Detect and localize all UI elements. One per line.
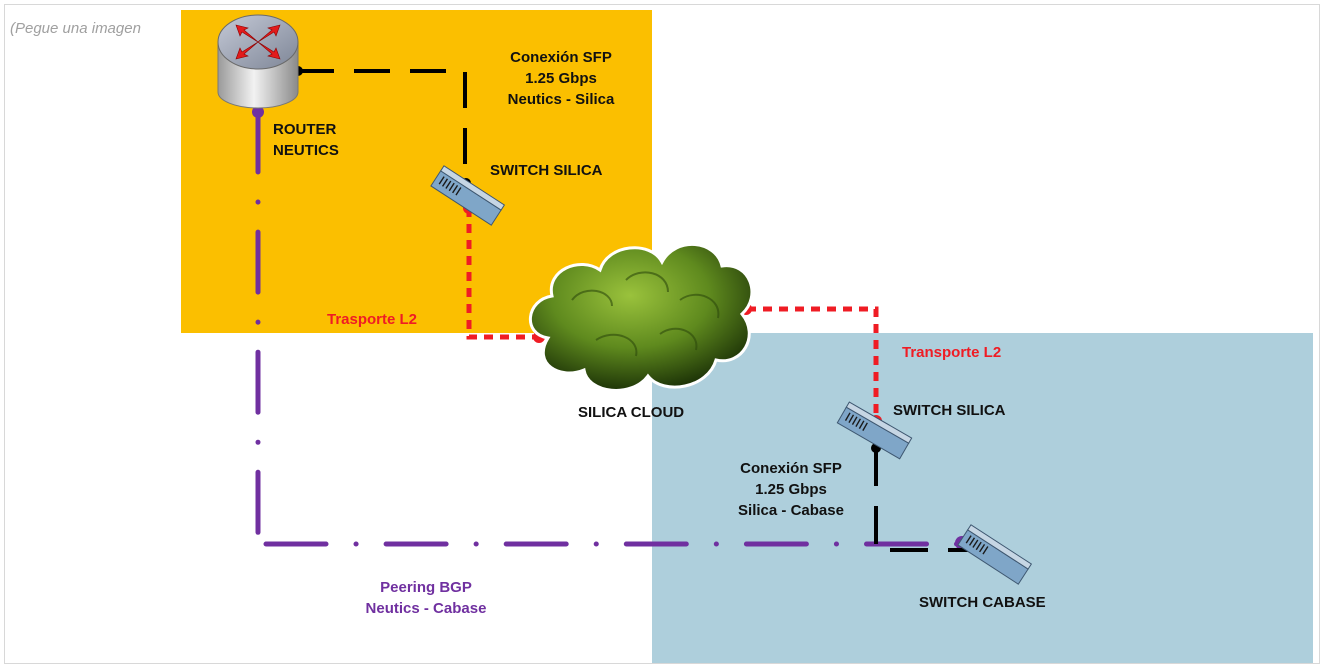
image-placeholder-text: (Pegue una imagen <box>10 20 141 37</box>
switch-silica-top-label: SWITCH SILICA <box>490 162 603 179</box>
transporte-line-right <box>747 306 879 420</box>
cloud-icon <box>529 243 754 392</box>
sfp-top-label: Conexión SFP 1.25 Gbps Neutics - Silica <box>507 49 615 108</box>
switch-cabase-label: SWITCH CABASE <box>919 594 1046 611</box>
sfp-bottom-label: Conexión SFP 1.25 Gbps Silica - Cabase <box>738 460 844 519</box>
silica-cloud-label: SILICA CLOUD <box>578 404 685 421</box>
switch-cabase-icon <box>957 524 1033 585</box>
transporte-left-label: Trasporte L2 <box>327 311 418 328</box>
router-icon <box>217 14 299 109</box>
switch-silica-bottom-icon <box>836 401 913 460</box>
switch-silica-bottom-label: SWITCH SILICA <box>893 402 1006 419</box>
transporte-right-label: Transporte L2 <box>902 344 1002 361</box>
switch-silica-top-icon <box>430 165 506 226</box>
router-neutics-label: ROUTER NEUTICS <box>273 121 339 159</box>
router-purple-port <box>252 106 264 118</box>
transporte-line-left <box>466 208 537 340</box>
sfp-line-bottom <box>874 448 972 552</box>
peering-bgp-label: Peering BGP Neutics - Cabase <box>365 579 487 617</box>
sfp-line-top <box>298 69 467 183</box>
cabase-zone <box>652 333 1313 663</box>
